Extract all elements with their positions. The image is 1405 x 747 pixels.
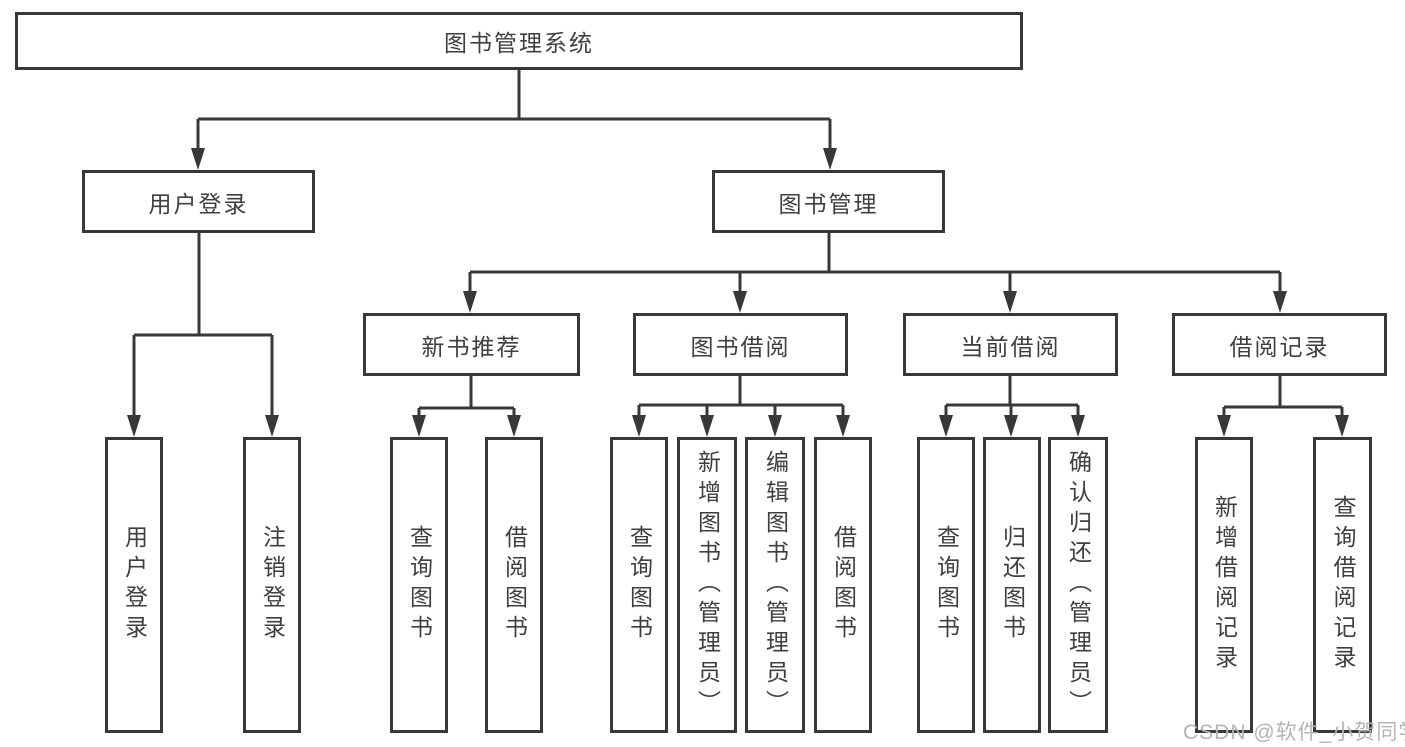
arrowhead	[1273, 291, 1287, 313]
arrowhead	[700, 415, 714, 437]
leaf-user-login: 用户登录	[105, 437, 163, 733]
connector-records-to-leaves	[1222, 376, 1344, 416]
leaf-query-books-borrow: 查询图书	[610, 437, 668, 733]
arrowhead	[191, 148, 205, 170]
node-label: 新书推荐	[421, 333, 522, 360]
arrowhead	[1003, 291, 1017, 313]
leaf-add-books-admin: 新增图书（管理员）	[677, 437, 737, 733]
leaf-edit-books-admin: 编辑图书（管理员）	[745, 437, 805, 733]
node-label: 用户登录	[121, 525, 148, 645]
node-label: 归还图书	[999, 525, 1026, 645]
connector-borrow-to-leaves	[637, 376, 845, 416]
node-label: 查询图书	[406, 525, 433, 645]
connector-book-mgmt-to-level2	[468, 233, 1282, 292]
leaf-query-borrow-record: 查询借阅记录	[1313, 437, 1372, 733]
node-current-borrowing: 当前借阅	[903, 313, 1118, 376]
connector-current-to-leaves	[944, 376, 1080, 416]
connector-user-login-to-leaves	[132, 233, 274, 416]
leaf-logout: 注销登录	[243, 437, 301, 733]
node-label: 借阅图书	[830, 525, 857, 645]
node-book-management: 图书管理	[712, 170, 945, 233]
arrowhead	[768, 415, 782, 437]
leaf-add-borrow-record: 新增借阅记录	[1195, 437, 1253, 733]
arrowhead	[1004, 415, 1018, 437]
node-new-book-recommend: 新书推荐	[363, 313, 580, 376]
arrowhead	[733, 291, 747, 313]
leaf-borrow-books-recommend: 借阅图书	[485, 437, 543, 733]
leaf-confirm-return-admin: 确认归还（管理员）	[1048, 437, 1108, 733]
leaf-query-books-current: 查询图书	[917, 437, 975, 733]
arrowhead	[1217, 415, 1231, 437]
node-label: 借阅图书	[501, 525, 528, 645]
csdn-watermark: CSDN @软件_小贺同学	[1183, 721, 1405, 744]
arrowhead	[127, 415, 141, 437]
node-label: 图书借阅	[690, 333, 791, 360]
node-label: 新增图书（管理员）	[694, 450, 721, 720]
node-label: 新增借阅记录	[1211, 495, 1238, 675]
node-label: 当前借阅	[960, 333, 1061, 360]
node-label: 借阅记录	[1229, 333, 1330, 360]
node-label: 查询借阅记录	[1330, 495, 1356, 675]
node-label: 图书管理系统	[444, 30, 594, 56]
arrowhead	[265, 415, 279, 437]
node-user-login: 用户登录	[82, 170, 315, 233]
arrowhead	[1335, 415, 1349, 437]
arrowhead	[507, 415, 521, 437]
node-book-borrowing: 图书借阅	[633, 313, 848, 376]
connector-recommend-to-leaves	[417, 376, 516, 416]
node-borrow-records: 借阅记录	[1172, 313, 1387, 376]
node-label: 图书管理	[778, 190, 879, 217]
leaf-return-books: 归还图书	[983, 437, 1041, 733]
arrowhead	[632, 415, 646, 437]
node-label: 查询图书	[626, 525, 653, 645]
node-label: 用户登录	[148, 190, 249, 217]
node-label: 注销登录	[259, 525, 286, 645]
leaf-query-books-recommend: 查询图书	[390, 437, 448, 733]
arrowhead	[836, 415, 850, 437]
arrowhead	[1071, 415, 1085, 437]
arrowhead	[823, 148, 837, 170]
node-system-root: 图书管理系统	[15, 12, 1023, 70]
connector-root-to-level1	[196, 70, 832, 150]
leaf-borrow-books: 借阅图书	[814, 437, 872, 733]
arrowhead	[939, 415, 953, 437]
arrowhead	[412, 415, 426, 437]
node-label: 确认归还（管理员）	[1065, 450, 1092, 720]
arrowhead	[463, 291, 477, 313]
node-label: 查询图书	[933, 525, 960, 645]
node-label: 编辑图书（管理员）	[762, 450, 789, 720]
